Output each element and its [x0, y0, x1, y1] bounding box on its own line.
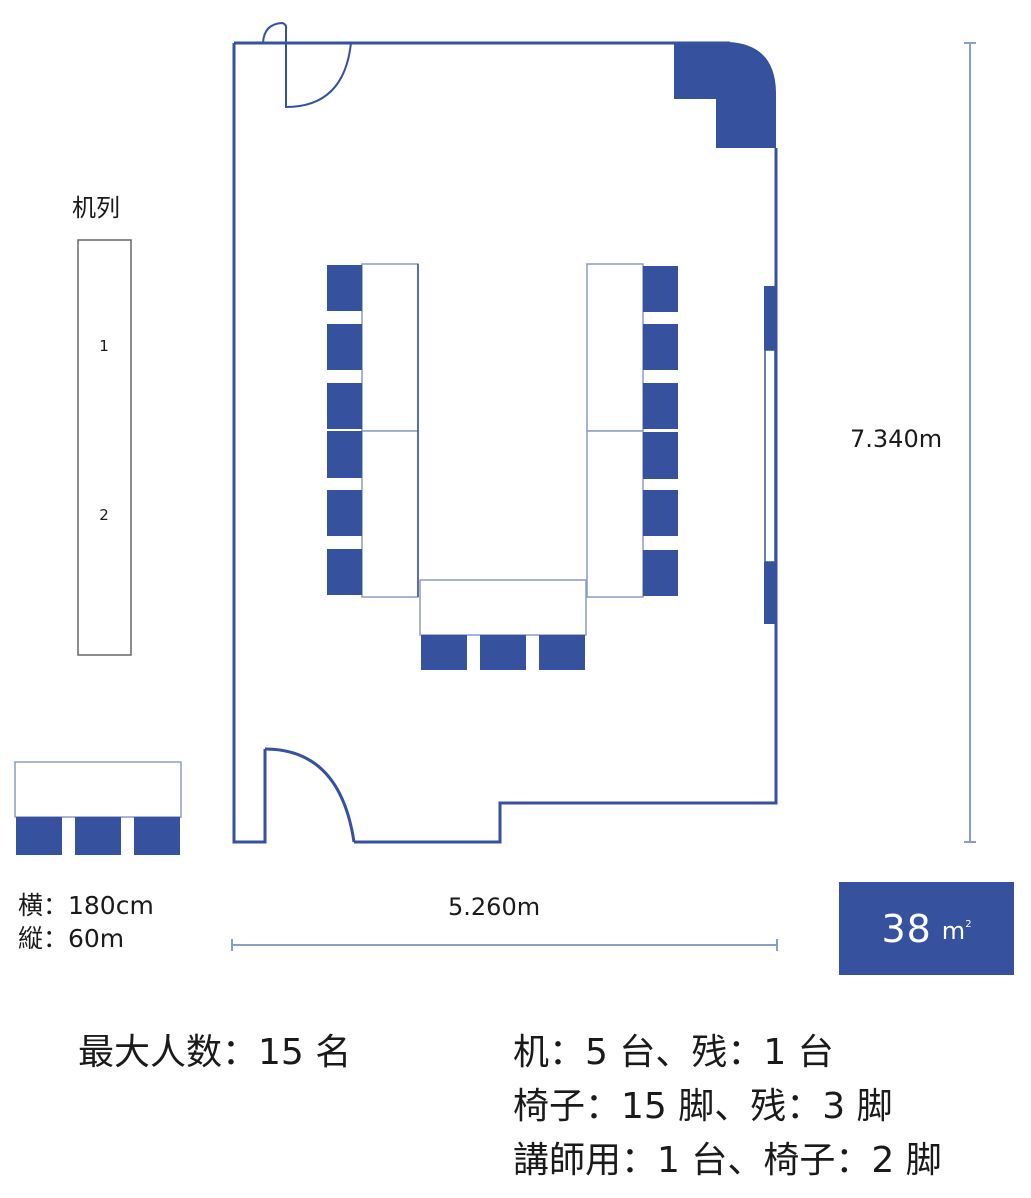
chairs-text: 椅子：15 脚、残：3 脚	[513, 1086, 893, 1127]
table-depth-spec: 縦：60m	[18, 924, 125, 953]
door-bottom	[264, 747, 356, 843]
right-tables	[586, 263, 644, 598]
capacity-text: 最大人数：15 名	[78, 1032, 352, 1073]
legend-title: 机列	[72, 194, 120, 222]
legend-row-1: 1	[99, 337, 109, 355]
left-chairs	[327, 265, 362, 595]
left-tables	[361, 263, 419, 598]
dimension-width-label: 5.260m	[448, 893, 541, 921]
dimension-width-line	[231, 939, 778, 951]
legend-row-2: 2	[99, 506, 109, 524]
legend-column	[77, 239, 132, 656]
front-table	[419, 579, 587, 636]
door-top	[262, 21, 352, 109]
lecturer-text: 講師用：1 台、椅子：2 脚	[513, 1140, 942, 1181]
corner-pillar	[674, 42, 776, 148]
dimension-height-label: 7.340m	[850, 425, 943, 453]
table-width-spec: 横：180cm	[18, 891, 154, 920]
area-unit-text: m	[941, 916, 966, 945]
window-right	[764, 286, 776, 624]
area-unit-sup: 2	[965, 918, 972, 930]
desks-text: 机：5 台、残：1 台	[513, 1032, 834, 1073]
front-chairs	[421, 635, 585, 670]
right-chairs	[643, 266, 678, 596]
area-badge: 38 m2	[839, 882, 1014, 975]
table-spec-illustration	[14, 761, 182, 855]
area-unit: m2	[942, 917, 972, 945]
area-value: 38	[881, 906, 932, 951]
dimension-height-line	[964, 42, 976, 843]
room-walls	[232, 41, 778, 844]
